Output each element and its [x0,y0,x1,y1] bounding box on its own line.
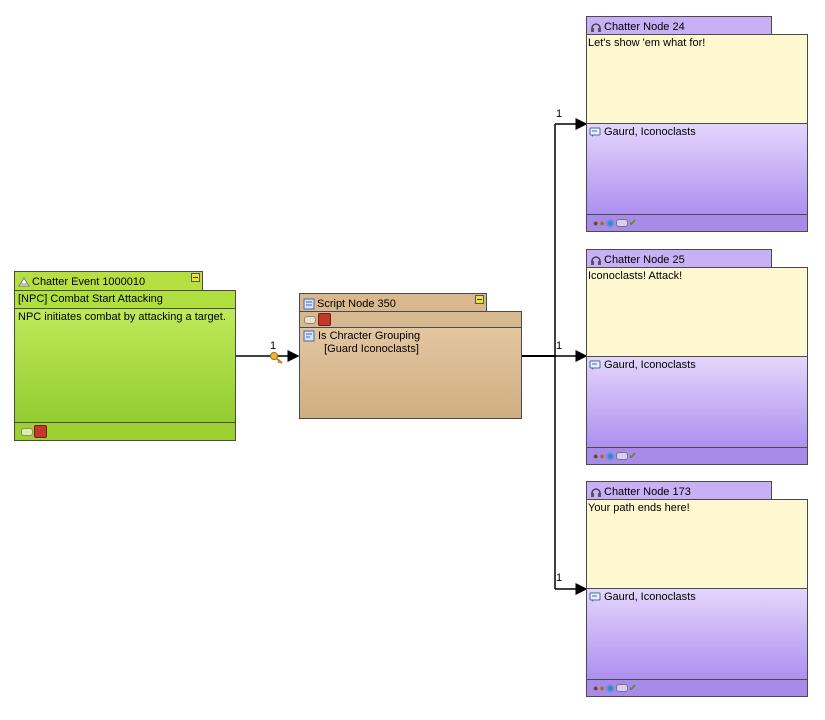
toggle-icon[interactable] [615,684,628,692]
chatter-event-description: NPC initiates combat by attacking a targ… [18,311,226,323]
globe-icon[interactable]: ◉ [605,682,615,694]
condition-icon[interactable] [318,313,331,326]
chatter-node-speaker: Gaurd, Iconoclasts [604,591,696,603]
edge-label: 1 [556,340,563,352]
toggle-icon[interactable] [21,427,33,436]
lock-icon[interactable]: ● [599,451,605,461]
script-condition-text: Is Chracter Grouping [Guard Iconoclasts] [318,330,421,355]
minimize-icon[interactable] [191,273,200,282]
check-icon[interactable]: ✔ [628,217,637,229]
chatter-node-title: Chatter Node 173 [604,486,691,498]
toggle-icon[interactable] [615,452,628,460]
chatter-node-footer: ● ● ◉ ✔ [587,679,807,696]
check-icon[interactable]: ✔ [628,682,637,694]
chatter-event-icon [18,276,30,288]
chatter-node[interactable]: Your path ends here! Gaurd, Iconoclasts … [586,499,808,697]
toggle-icon[interactable] [304,315,316,324]
edge-label: 1 [556,108,563,120]
headset-icon [590,486,602,498]
check-icon[interactable]: ✔ [628,450,637,462]
chatter-event-title: Chatter Event 1000010 [32,276,146,288]
lock-icon[interactable]: ● [593,683,599,693]
lock-icon[interactable]: ● [599,683,605,693]
chatter-node-footer: ● ● ◉ ✔ [587,447,807,464]
globe-icon[interactable]: ◉ [605,217,615,229]
chatter-node-tab[interactable]: Chatter Node 173 [586,481,772,500]
chatter-event-header: [NPC] Combat Start Attacking [15,291,235,309]
script-node[interactable]: Is Chracter Grouping [Guard Iconoclasts] [299,311,522,419]
chatter-node[interactable]: Iconoclasts! Attack! Gaurd, Iconoclasts … [586,267,808,465]
globe-icon[interactable]: ◉ [605,450,615,462]
chatter-node-speaker: Gaurd, Iconoclasts [604,359,696,371]
script-node-toolbar [300,312,521,328]
condition-script-icon [303,330,315,342]
chatter-event-node[interactable]: [NPC] Combat Start Attacking NPC initiat… [14,290,236,441]
edge-label: 1 [556,572,563,584]
edge-label: 1 [270,340,277,352]
chatter-node-text: Your path ends here! [588,502,690,514]
headset-icon [590,254,602,266]
chatter-node-text: Let's show 'em what for! [588,37,706,49]
chatter-node-text: Iconoclasts! Attack! [588,270,683,282]
lock-icon[interactable]: ● [593,451,599,461]
chatter-node-tab[interactable]: Chatter Node 24 [586,16,772,35]
chatter-node-title: Chatter Node 24 [604,21,685,33]
lock-icon[interactable]: ● [599,218,605,228]
chatter-event-tab[interactable]: Chatter Event 1000010 [14,271,203,290]
chatter-node-speaker-area: Gaurd, Iconoclasts [587,588,807,680]
chatter-node-title: Chatter Node 25 [604,254,685,266]
script-node-icon [303,298,315,310]
chatter-node-speaker-area: Gaurd, Iconoclasts [587,123,807,215]
script-node-title: Script Node 350 [317,298,396,310]
condition-icon[interactable] [34,425,47,438]
chatter-node-footer: ● ● ◉ ✔ [587,214,807,231]
chatter-node-tab[interactable]: Chatter Node 25 [586,249,772,268]
key-icon [270,352,283,364]
chatter-node-speaker: Gaurd, Iconoclasts [604,126,696,138]
chatter-node[interactable]: Let's show 'em what for! Gaurd, Iconocla… [586,34,808,232]
speaker-icon [589,126,601,138]
toggle-icon[interactable] [615,219,628,227]
headset-icon [590,21,602,33]
lock-icon[interactable]: ● [593,218,599,228]
minimize-icon[interactable] [475,295,484,304]
script-node-tab[interactable]: Script Node 350 [299,293,487,312]
chatter-node-speaker-area: Gaurd, Iconoclasts [587,356,807,448]
speaker-icon [589,359,601,371]
speaker-icon [589,591,601,603]
chatter-event-footer [15,422,235,440]
